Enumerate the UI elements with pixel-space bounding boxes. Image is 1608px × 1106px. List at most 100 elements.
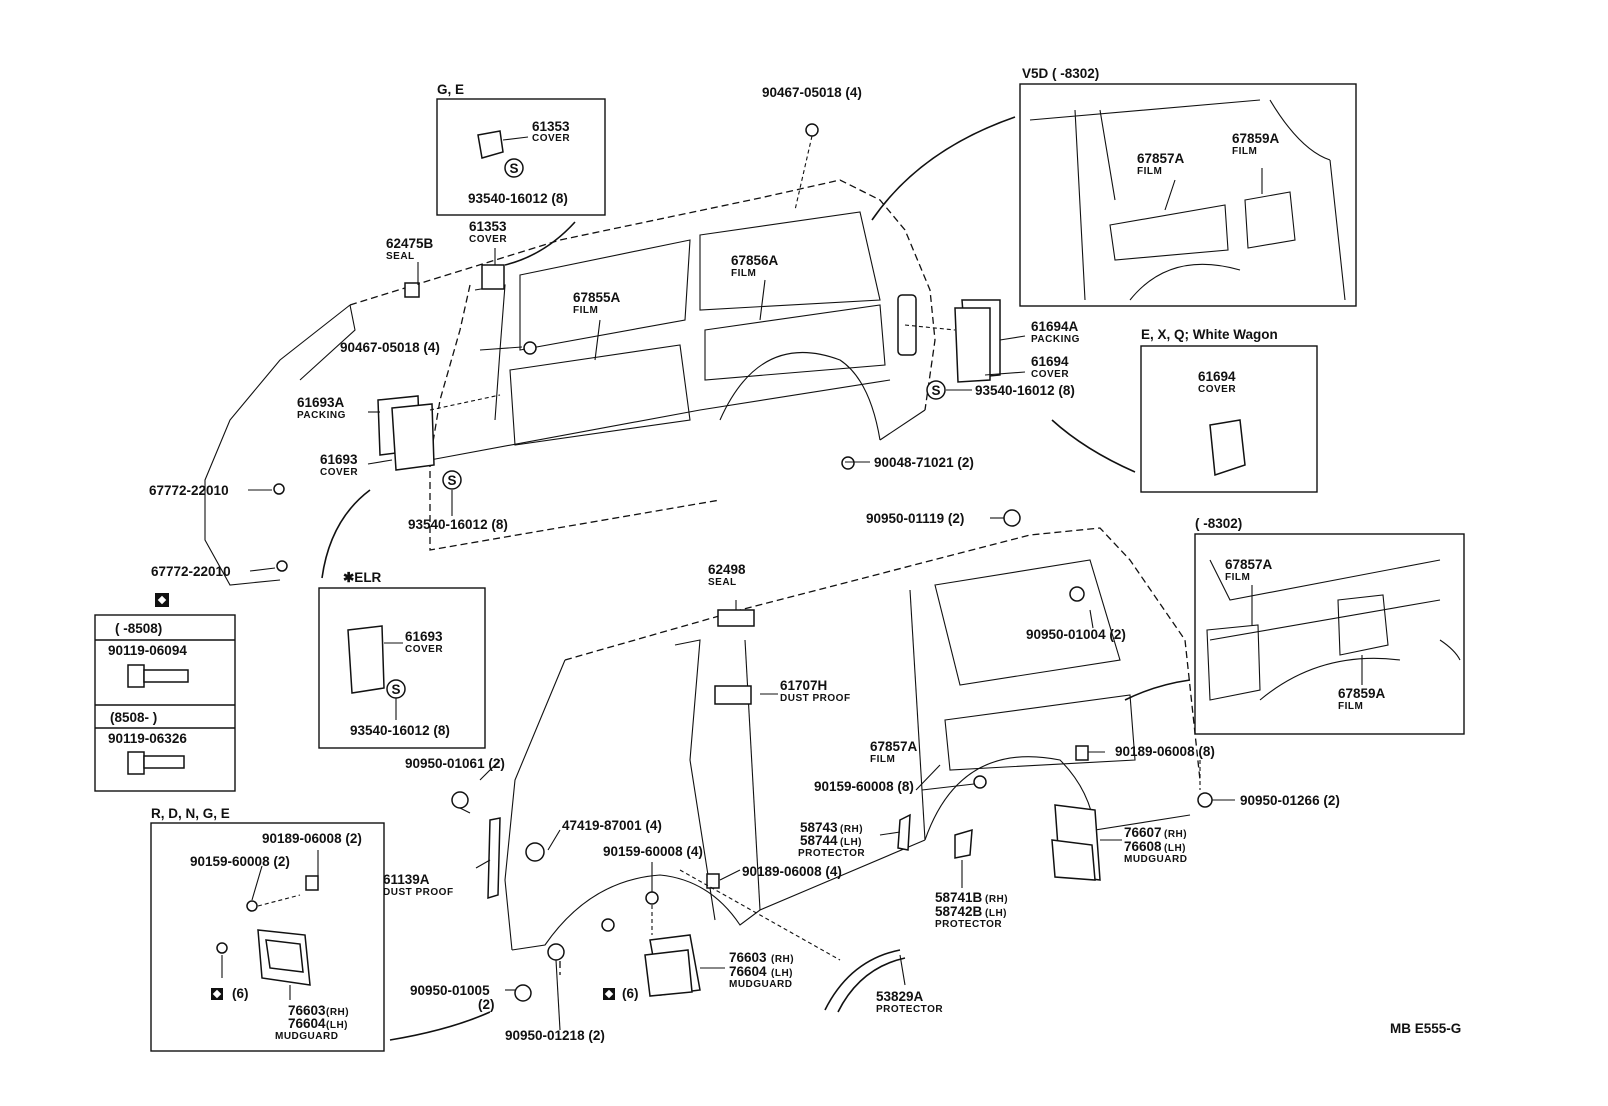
part-desc: FILM [573, 305, 598, 316]
part-desc: FILM [1338, 701, 1363, 712]
nut-90189-mid-part [706, 873, 720, 889]
clip-90950-01119-part [1003, 509, 1021, 527]
part-desc: COVER [469, 234, 507, 245]
part-number: 76604 [288, 1016, 326, 1031]
part-number: 61693A [297, 395, 345, 410]
inset-8302 [1194, 533, 1465, 735]
part-number: 62475B [386, 236, 434, 251]
part-number: 76604 [729, 964, 767, 979]
part-number: 67857A [870, 739, 918, 754]
part-number: 61693 [320, 452, 358, 467]
part-number: 76603 [729, 950, 767, 965]
plug-47419-part [525, 842, 545, 862]
cover-61693-elr-part [347, 625, 385, 694]
side-label: (LH) [1164, 843, 1186, 854]
inset-bolts [94, 614, 236, 792]
part-number: 67857A [1137, 151, 1185, 166]
part-number: 93540-16012 (8) [468, 191, 568, 206]
part-number: 90159-60008 (4) [603, 844, 703, 859]
part-desc: FILM [1225, 572, 1250, 583]
seal-62475b-part [404, 282, 420, 298]
part-desc: COVER [1031, 369, 1069, 380]
film-67859a-8302-shape [1337, 594, 1389, 656]
part-number: 61353 [469, 219, 507, 234]
part-number: 67855A [573, 290, 621, 305]
dust-proof-61139a-part [487, 817, 501, 900]
svg-text:S: S [391, 682, 400, 697]
part-desc: DUST PROOF [780, 693, 851, 704]
part-desc: COVER [532, 133, 570, 144]
part-desc: MUDGUARD [1124, 854, 1187, 865]
side-label: (LH) [985, 908, 1007, 919]
part-number: 93540-16012 (8) [975, 383, 1075, 398]
part-number: 67857A [1225, 557, 1273, 572]
part-number: 47419-87001 (4) [562, 818, 662, 833]
film-67857a-v5d-shape [1109, 204, 1229, 261]
film-67855a-shape [509, 344, 691, 446]
inset-8302-title: ( -8302) [1195, 516, 1242, 531]
part-desc: PACKING [297, 410, 346, 421]
cover-61694-white-part [1209, 419, 1246, 477]
count-label: (6) [232, 986, 249, 1001]
quantity-label: (2) [478, 997, 495, 1012]
screw-6-inset-part [216, 942, 228, 954]
part-number: 61693 [405, 629, 443, 644]
clip-s-icon: S [504, 158, 524, 178]
screw-90159-mid-part [645, 891, 659, 905]
part-number: 93540-16012 (8) [408, 517, 508, 532]
part-number: 90950-01061 (2) [405, 756, 505, 771]
part-number: 62498 [708, 562, 746, 577]
side-label: (RH) [326, 1007, 349, 1018]
screw-90159-r-part [973, 775, 987, 789]
clip-s-icon: S [386, 679, 406, 699]
part-desc: FILM [1232, 146, 1257, 157]
film-67857a-shape [944, 694, 1136, 771]
part-desc: PROTECTOR [935, 919, 1002, 930]
part-desc: COVER [1198, 384, 1236, 395]
inset-elr-title: ✱ELR [343, 570, 382, 585]
cover-61693-part [377, 395, 435, 471]
part-desc: PROTECTOR [798, 848, 865, 859]
side-label: (RH) [840, 824, 863, 835]
part-number: 90189-06008 (4) [742, 864, 842, 879]
side-label: (RH) [771, 954, 794, 965]
protector-58743-part [897, 813, 911, 851]
clip-90950-01005-part [514, 984, 532, 1002]
clip-90950-01218-part [547, 943, 565, 961]
part-number: 90159-60008 (8) [814, 779, 914, 794]
inset-v5d [1019, 83, 1357, 307]
svg-text:S: S [931, 383, 940, 398]
part-number: 53829A [876, 989, 924, 1004]
part-number: 67859A [1338, 686, 1386, 701]
part-number: 93540-16012 (8) [350, 723, 450, 738]
arrow-v5d [871, 116, 1016, 221]
part-number: 90189-06008 (2) [262, 831, 362, 846]
protector-53829a-part [824, 949, 901, 1011]
part-number: 61694 [1031, 354, 1069, 369]
film-67856a-shape [704, 304, 886, 381]
bolt-90119-06094-part [127, 664, 189, 688]
side-label: (RH) [1164, 829, 1187, 840]
side-label: (LH) [771, 968, 793, 979]
part-number: 76607 [1124, 825, 1162, 840]
part-desc: PACKING [1031, 334, 1080, 345]
part-number: 76608 [1124, 839, 1162, 854]
side-label: (LH) [326, 1020, 348, 1031]
part-number: 67772-22010 [149, 483, 229, 498]
arrow-ge [504, 221, 576, 266]
bolt-90119-06326-part [127, 751, 185, 775]
film-67859a-v5d-shape [1244, 191, 1296, 249]
part-number: 90467-05018 (4) [762, 85, 862, 100]
range-label: (8508- ) [110, 710, 157, 725]
mudguard-76603-inset-part [257, 929, 311, 986]
dust-proof-61707h-part [714, 685, 752, 705]
upper-body-panel [204, 123, 1026, 586]
part-number: 58744 [800, 833, 838, 848]
part-number: 61694A [1031, 319, 1079, 334]
arrow-elr [321, 489, 371, 579]
part-number: 90950-01266 (2) [1240, 793, 1340, 808]
nut-90189-r-part [1075, 745, 1089, 761]
part-number: 58742B [935, 904, 983, 919]
svg-text:S: S [447, 473, 456, 488]
